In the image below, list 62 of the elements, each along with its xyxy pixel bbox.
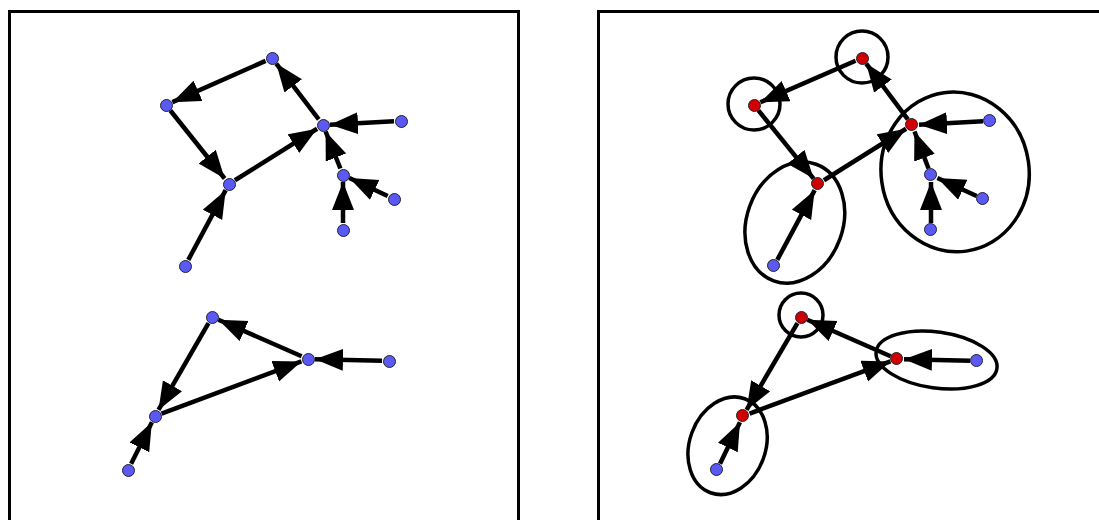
- arrow: [314, 348, 383, 371]
- graph-node: [265, 51, 279, 65]
- arrow: [864, 62, 910, 121]
- graph-node: [222, 177, 236, 191]
- graph-node: [394, 114, 408, 128]
- group-ellipse: [743, 160, 847, 286]
- graph-node: [970, 354, 984, 368]
- arrow: [822, 126, 908, 183]
- group-ellipse: [878, 90, 1032, 254]
- arrow: [233, 126, 319, 183]
- arrow: [912, 130, 935, 170]
- arrow: [920, 182, 942, 223]
- group-ellipse: [834, 29, 890, 85]
- graph-node: [983, 114, 997, 128]
- graph-node: [767, 259, 781, 273]
- arrow: [186, 189, 228, 261]
- arrow: [168, 109, 227, 180]
- arrow: [217, 317, 303, 359]
- arrow: [274, 62, 321, 121]
- highlighted-graph-node: [855, 51, 869, 65]
- graph-node: [976, 192, 990, 206]
- graph-node: [387, 192, 401, 206]
- group-ellipse: [874, 329, 1000, 391]
- graph-node: [710, 463, 724, 477]
- panel-frame: [8, 10, 520, 520]
- arrow: [748, 359, 892, 416]
- graph-node: [316, 118, 330, 132]
- graph-node: [336, 168, 350, 182]
- graph-node: [301, 352, 315, 366]
- group-ellipse: [686, 395, 770, 497]
- highlighted-graph-node: [890, 352, 904, 366]
- graph-node: [205, 310, 219, 324]
- graph-node: [159, 98, 173, 112]
- arrow: [129, 421, 154, 465]
- arrow: [759, 58, 857, 105]
- panel-frame: [597, 10, 1099, 520]
- highlighted-graph-node: [794, 310, 808, 324]
- graph-node: [924, 223, 938, 237]
- arrow: [348, 175, 389, 200]
- arrow: [744, 321, 800, 412]
- highlighted-graph-node: [905, 118, 919, 132]
- arrow: [160, 359, 303, 416]
- arrow: [332, 182, 354, 223]
- highlighted-graph-node: [736, 409, 750, 423]
- group-ellipse: [726, 76, 782, 132]
- arrow: [936, 175, 978, 200]
- graph-node: [382, 354, 396, 368]
- arrow: [806, 317, 892, 359]
- arrow: [323, 130, 347, 170]
- graph-node: [148, 409, 162, 423]
- graph-node: [924, 168, 938, 182]
- arrow: [171, 58, 267, 105]
- highlighted-graph-node: [811, 177, 825, 191]
- arrow: [156, 321, 211, 412]
- arrow: [329, 112, 395, 135]
- graph-node: [121, 463, 135, 477]
- highlighted-graph-node: [747, 98, 761, 112]
- graph-node: [336, 223, 350, 237]
- group-ellipse: [777, 291, 825, 339]
- arrow: [756, 109, 816, 180]
- arrow: [918, 112, 984, 135]
- graph-node: [178, 259, 192, 273]
